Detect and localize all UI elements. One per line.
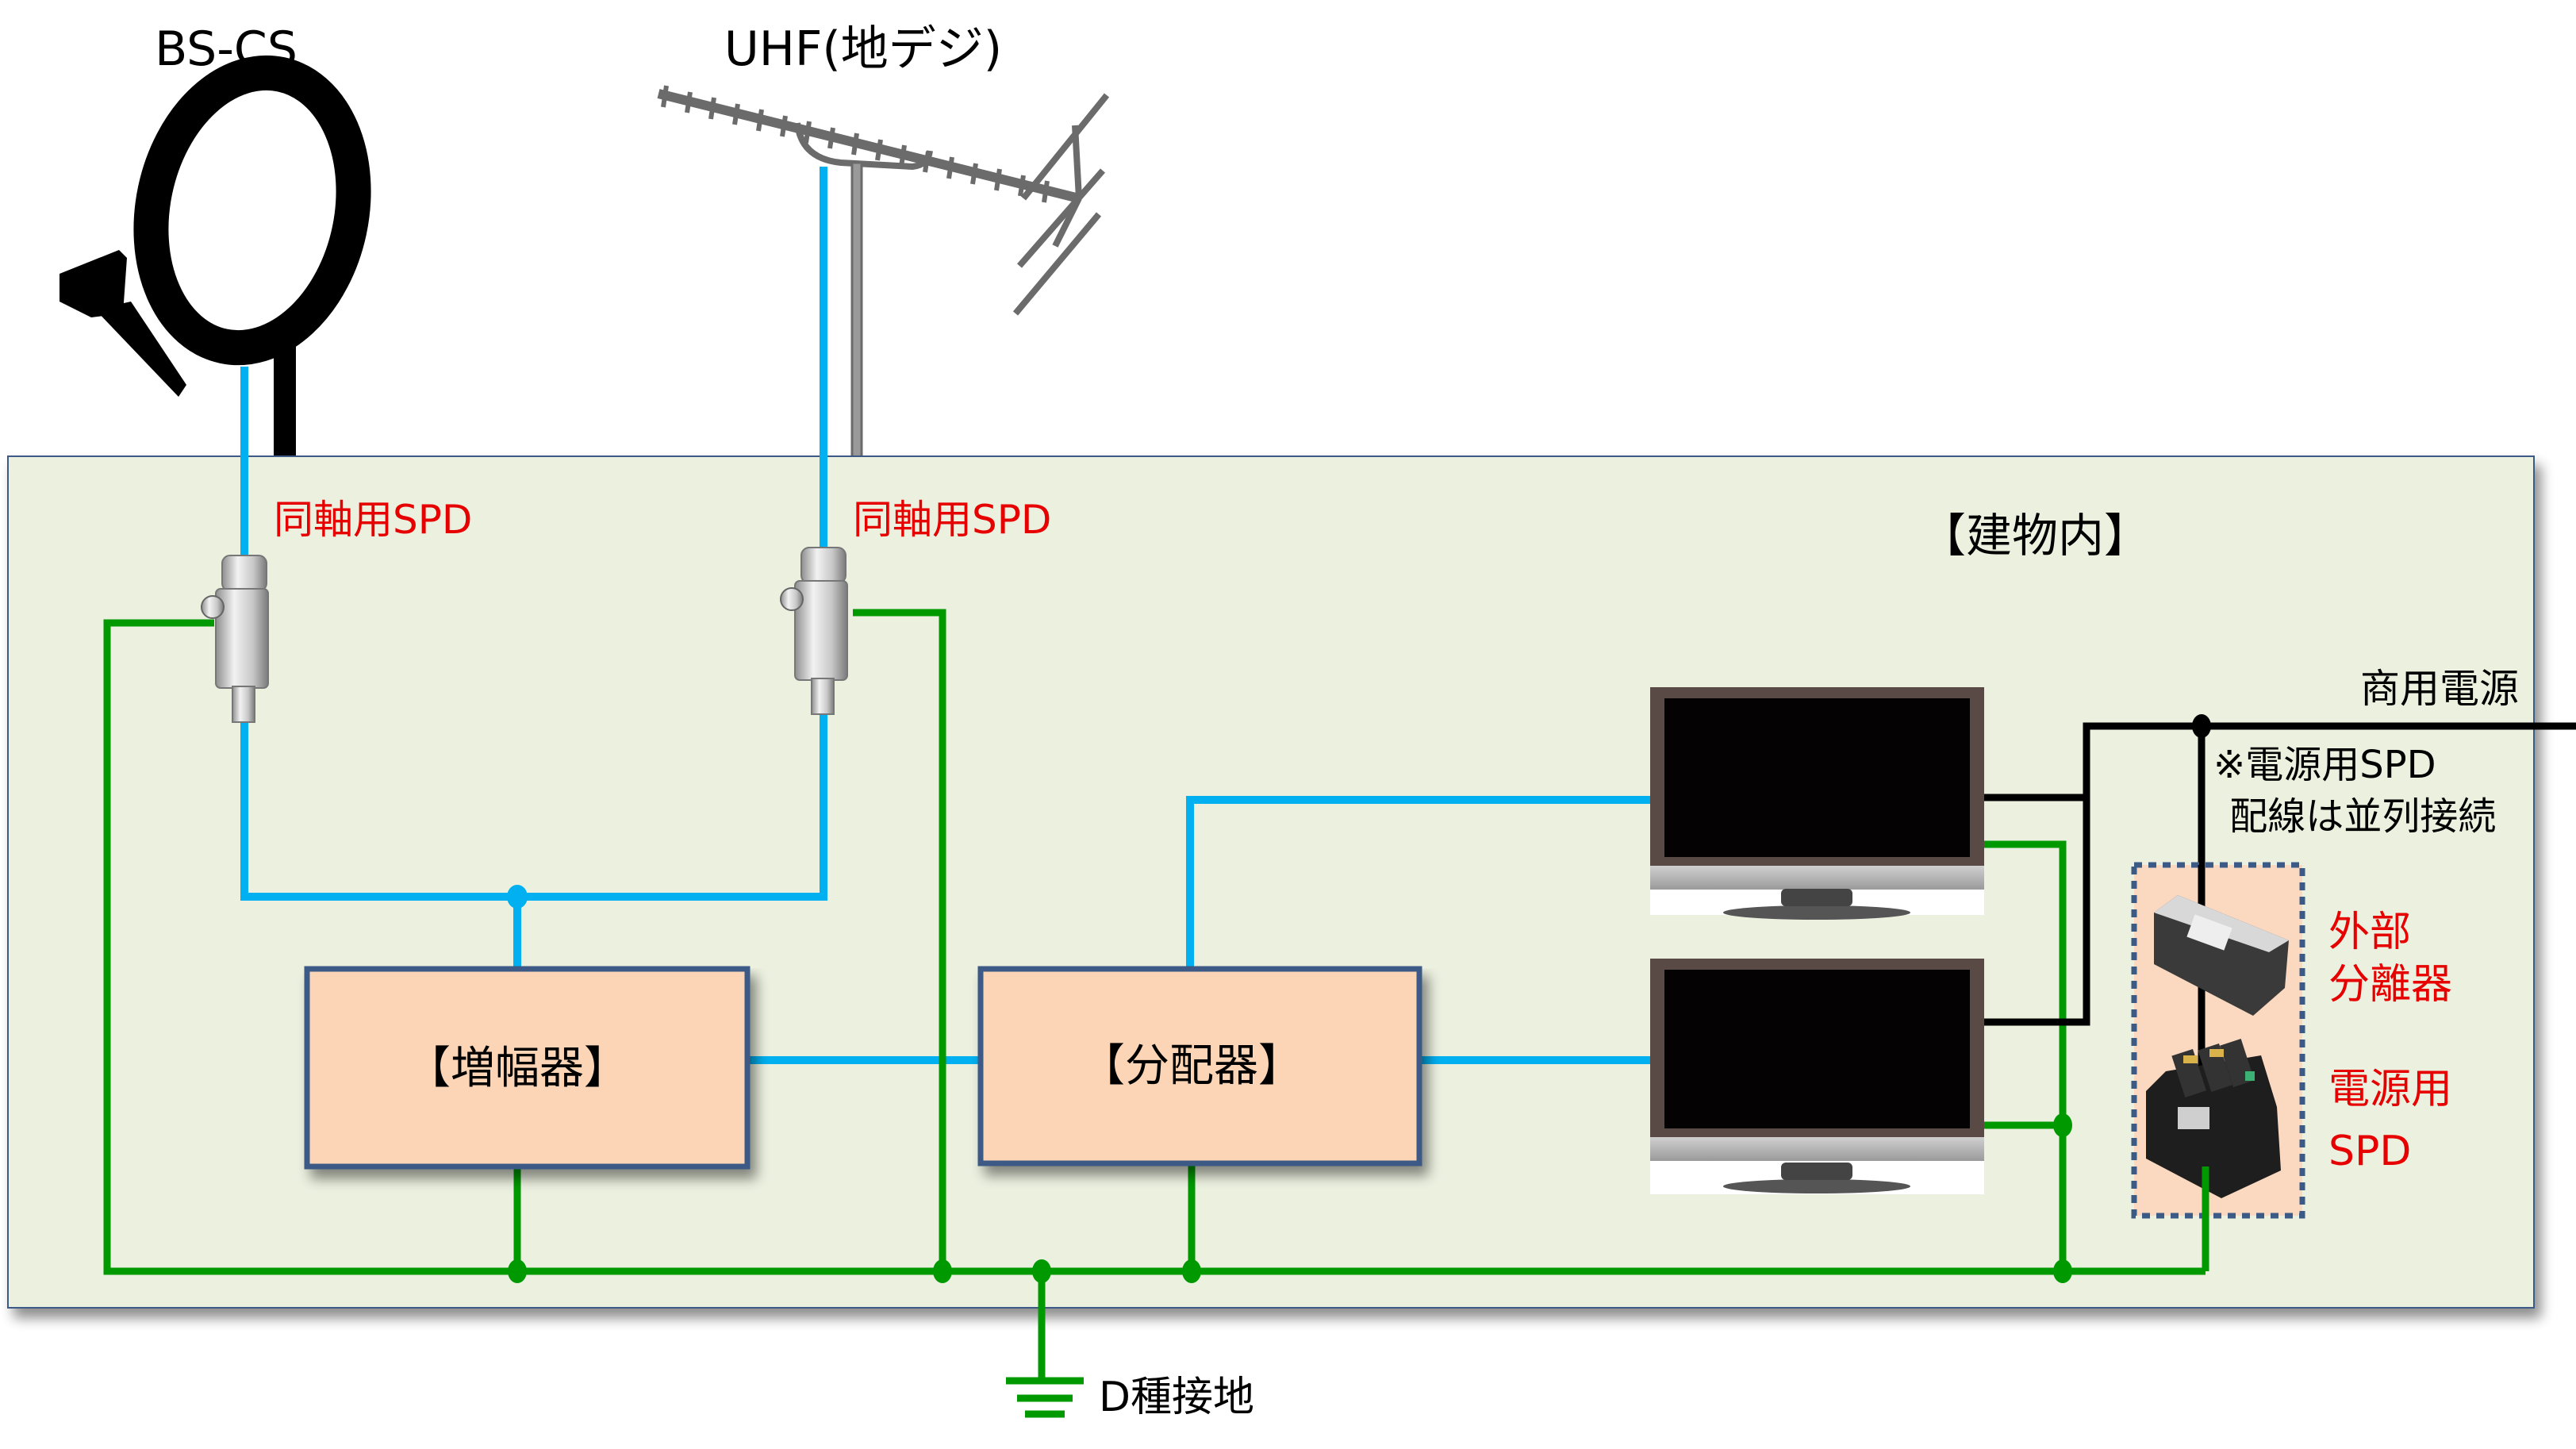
power-source-label: 商用電源 (2360, 666, 2519, 712)
distributor-box: 【分配器】 (977, 966, 1422, 1167)
external-disconnector-icon (2154, 895, 2289, 1016)
coax-spd-right-icon (780, 547, 848, 715)
power-spd-label-2: SPD (2328, 1128, 2411, 1175)
coax-wiring (240, 167, 1650, 1064)
coax-spd-right-label: 同軸用SPD (853, 497, 1051, 543)
amplifier-label: 【増幅器】 (406, 1043, 628, 1094)
coax-spd-left-icon (201, 555, 269, 723)
power-junction-dot (2192, 714, 2211, 738)
distributor-label: 【分配器】 (1081, 1040, 1303, 1092)
power-spd-note-line2: 配線は並列接続 (2217, 794, 2496, 839)
power-spd-note-line1: ※電源用SPD (2213, 743, 2436, 787)
ground-label: D種接地 (1099, 1374, 1254, 1421)
tv-bottom-icon (1650, 959, 1984, 1194)
external-disconnector-label-1: 外部 (2328, 909, 2411, 956)
power-spd-label-1: 電源用 (2328, 1066, 2452, 1113)
satellite-dish-icon (60, 55, 371, 460)
external-disconnector-label-2: 分離器 (2328, 961, 2452, 1009)
amplifier-box: 【増幅器】 (304, 966, 751, 1170)
power-spd-icon (2146, 1039, 2281, 1198)
coax-junction-dot (507, 885, 528, 909)
ground-junction-dots (508, 1113, 2072, 1283)
tv-top-icon (1650, 687, 1984, 920)
yagi-antenna-icon (657, 85, 1110, 462)
uhf-label: UHF(地デジ) (724, 21, 1002, 77)
coax-spd-left-label: 同軸用SPD (274, 497, 472, 543)
building-label: 【建物内】 (1920, 509, 2150, 563)
